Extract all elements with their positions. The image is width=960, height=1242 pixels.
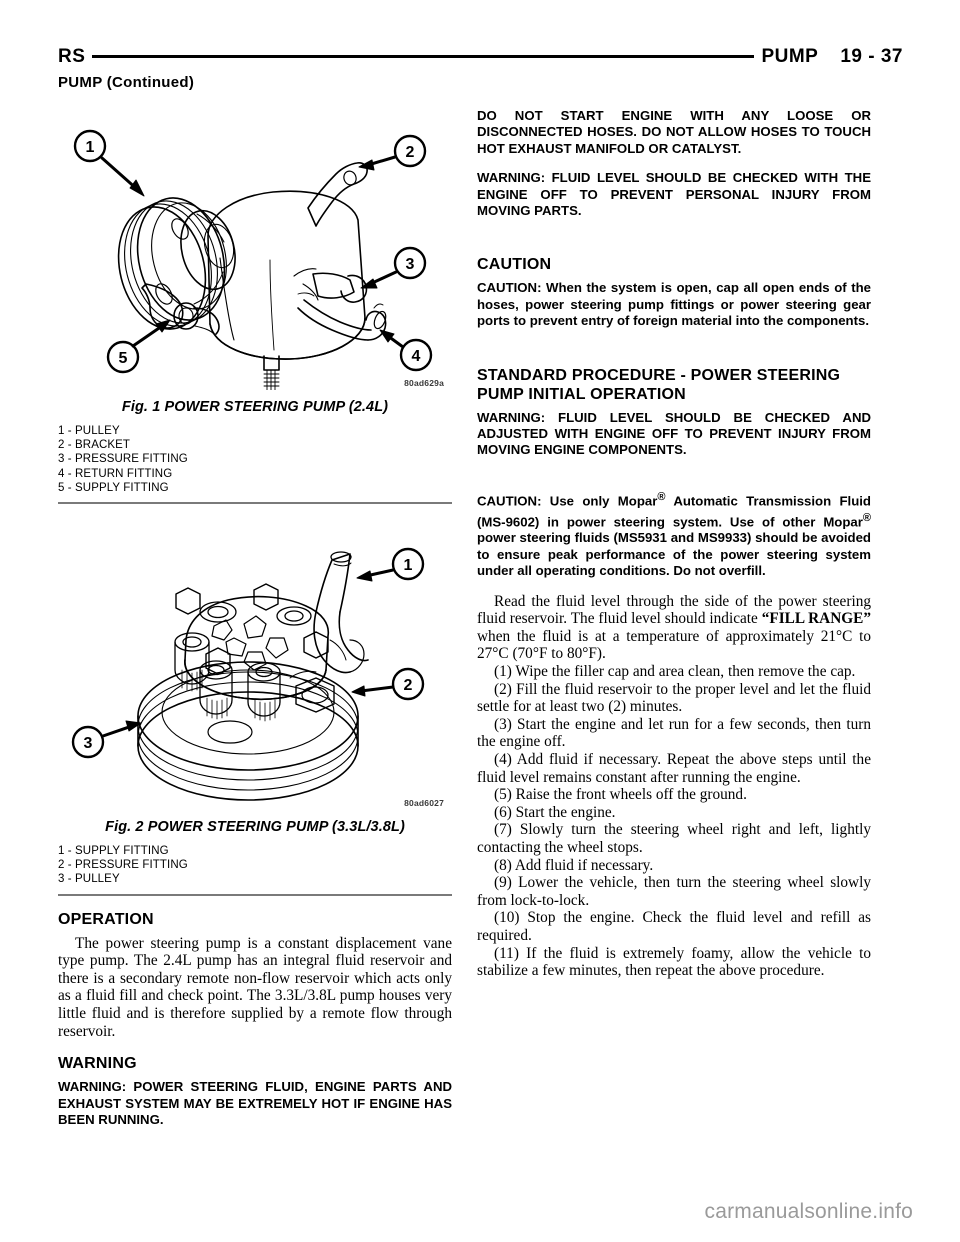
callout-4: 4: [379, 329, 433, 372]
legend-item: 2 - BRACKET: [58, 439, 131, 452]
header-left-code: RS: [58, 46, 86, 67]
operation-paragraph: The power steering pump is a constant di…: [58, 934, 452, 1040]
spacer: [477, 472, 871, 489]
procedure-step: (8) Add fluid if necessary.: [494, 856, 654, 874]
operation-heading: OPERATION: [58, 910, 154, 928]
svg-text:2: 2: [406, 144, 415, 161]
procedure-step: (6) Start the engine.: [494, 803, 616, 821]
figure-1-artwork: 1 2 3: [58, 108, 452, 390]
intro-before-fill: Read the fluid level through the side of…: [477, 592, 871, 628]
caution-text: CAUTION: When the system is open, cap al…: [477, 280, 871, 329]
callout-1: 1: [73, 129, 145, 197]
svg-text:3: 3: [406, 256, 415, 273]
legend-item: 5 - SUPPLY FITTING: [58, 481, 169, 494]
svg-text:3: 3: [84, 735, 93, 752]
figure-2-caption: Fig. 2 POWER STEERING PUMP (3.3L/3.8L): [105, 819, 405, 836]
svg-text:4: 4: [412, 348, 421, 365]
callout-1: 1: [356, 547, 425, 582]
legend-item: 2 - PRESSURE FITTING: [58, 859, 188, 872]
figure-2-divider: [58, 893, 452, 896]
procedure-step: (4) Add fluid if necessary. Repeat the a…: [477, 751, 871, 786]
warning-continued-text: DO NOT START ENGINE WITH ANY LOOSE OR DI…: [477, 108, 871, 156]
procedure-step: (3) Start the engine and let run for a f…: [477, 715, 871, 751]
svg-text:5: 5: [119, 350, 128, 367]
callout-3: 3: [360, 246, 427, 289]
caution-heading: CAUTION: [477, 256, 552, 274]
standard-procedure-warning: WARNING: FLUID LEVEL SHOULD BE CHECKED A…: [477, 409, 871, 458]
svg-text:2: 2: [404, 677, 413, 694]
site-watermark: carmanualsonline.info: [704, 1200, 913, 1223]
legend-item: 1 - PULLEY: [58, 425, 120, 437]
spacer: [477, 232, 871, 241]
warning-heading: WARNING: [58, 1055, 137, 1073]
figure-1-divider: [58, 502, 452, 505]
legend-item: 1 - SUPPLY FITTING: [58, 845, 169, 858]
spacer: [477, 343, 871, 352]
left-column: 1 2 3: [58, 108, 452, 1128]
procedure-step: (5) Raise the front wheels off the groun…: [494, 786, 747, 804]
caution-text-part2: Automatic Transmission Fluid (MS-9602) i…: [477, 493, 871, 530]
warning-text: WARNING: POWER STEERING FLUID, ENGINE PA…: [58, 1079, 452, 1127]
caution-text-part1: CAUTION: Use only Mopar: [477, 493, 658, 509]
header-right: PUMP 19 - 37: [761, 46, 903, 68]
caution-text-part3: power steering fluids (MS5931 and MS9933…: [477, 530, 871, 579]
figure-1-caption: Fig. 1 POWER STEERING PUMP (2.4L): [121, 399, 389, 415]
callout-2: 2: [351, 667, 425, 701]
header-section-title: PUMP: [761, 46, 819, 67]
header-page-number: 19 - 37: [840, 46, 903, 67]
procedure-step: (9) Lower the vehicle, then turn the ste…: [477, 874, 871, 909]
fill-range-intro: Read the fluid level through the side of…: [477, 593, 871, 663]
procedure-step: (10) Stop the engine. Check the fluid le…: [477, 909, 871, 944]
figure-1-legend: 1 - PULLEY 2 - BRACKET 3 - PRESSURE FITT…: [58, 424, 452, 495]
figure-2: 1 2 3: [58, 520, 452, 896]
legend-item: 3 - PULLEY: [58, 873, 120, 886]
figure-2-id: 80ad6027: [404, 798, 444, 809]
procedure-step: (1) Wipe the filler cap and area clean, …: [494, 663, 856, 681]
procedure-step: (11) If the fluid is extremely foamy, al…: [477, 944, 871, 980]
continued-heading: PUMP (Continued): [58, 74, 195, 91]
figure-1-id: 80ad629a: [404, 378, 444, 388]
svg-text:1: 1: [404, 557, 413, 574]
intro-after-fill: when the fluid is at a temperature of ap…: [477, 627, 871, 663]
page-header: RS PUMP 19 - 37: [58, 44, 903, 70]
procedure-step: (7) Slowly turn the steering wheel right…: [477, 821, 871, 856]
registered-trademark-icon: ®: [657, 490, 666, 503]
figure-2-artwork: 1 2 3: [58, 520, 452, 810]
callout-3: 3: [71, 720, 142, 759]
warning-fluid-level-text: WARNING: FLUID LEVEL SHOULD BE CHECKED W…: [477, 170, 871, 219]
standard-procedure-heading: STANDARD PROCEDURE - POWER STEERING PUMP…: [477, 366, 841, 403]
standard-procedure-caution: CAUTION: Use only Mopar® Automatic Trans…: [477, 489, 871, 580]
right-column: DO NOT START ENGINE WITH ANY LOOSE OR DI…: [477, 108, 871, 980]
procedure-step: (2) Fill the fluid reservoir to the prop…: [477, 680, 871, 716]
legend-item: 3 - PRESSURE FITTING: [58, 453, 188, 466]
registered-trademark-icon: ®: [862, 511, 871, 524]
figure-2-legend: 1 - SUPPLY FITTING 2 - PRESSURE FITTING …: [58, 844, 452, 887]
callout-2: 2: [358, 134, 427, 171]
header-rule: [92, 54, 755, 58]
figure-1: 1 2 3: [58, 108, 452, 505]
legend-item: 4 - RETURN FITTING: [58, 467, 173, 480]
svg-text:1: 1: [86, 139, 95, 156]
callout-5: 5: [106, 319, 171, 374]
fill-range-label: “FILL RANGE”: [761, 610, 871, 628]
